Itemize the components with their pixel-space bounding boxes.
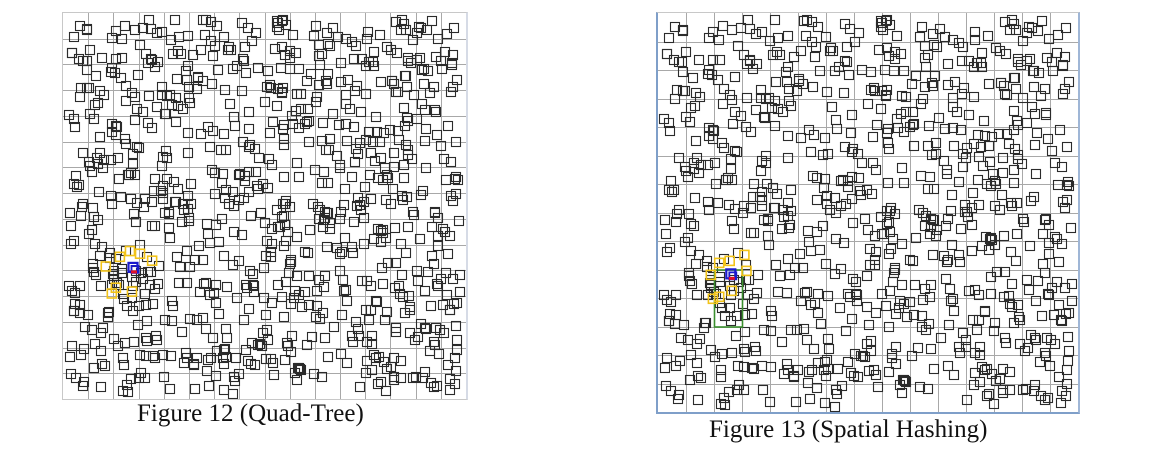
collision-hit [130, 270, 137, 274]
candidate-object [713, 291, 725, 303]
collision-hit [728, 276, 735, 280]
candidate-object [705, 269, 717, 281]
candidate-object [726, 285, 738, 297]
candidate-object [713, 257, 725, 269]
candidate-object [124, 245, 136, 257]
candidate-object [724, 255, 735, 267]
spatial-hashing-panel [656, 12, 1080, 414]
quad-tree-panel [62, 12, 468, 400]
figure-13-caption: Figure 13 (Spatial Hashing) [709, 416, 988, 443]
candidate-object [739, 249, 750, 261]
candidate-object [707, 293, 719, 305]
candidate-object [126, 286, 138, 297]
spatial-hashing-plot [658, 13, 1078, 412]
candidate-object [741, 265, 752, 277]
candidate-object [146, 255, 158, 266]
candidate-object [134, 248, 146, 260]
candidate-object [114, 251, 126, 263]
quad-tree-plot [63, 13, 466, 399]
figure-12-caption: Figure 12 (Quad-Tree) [137, 400, 364, 427]
candidate-object [110, 282, 122, 294]
candidate-object [100, 261, 112, 272]
